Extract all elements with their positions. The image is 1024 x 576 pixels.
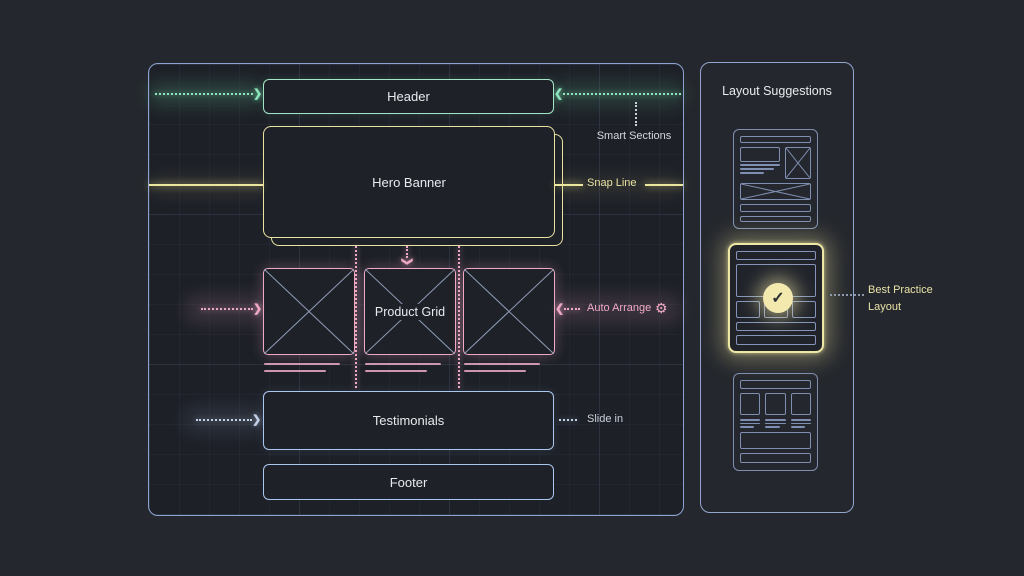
design-canvas: ❯ ❮ Header Smart Sections Hero Banner Sn… [147,63,685,516]
smart-sections-annotation: Smart Sections [596,130,672,142]
thumb-bar [740,146,780,162]
thumb-bar [736,321,816,332]
thumb-image-box [740,182,811,200]
thumb-column [740,393,761,428]
text-placeholder-line [464,370,526,372]
thumb-line [790,419,811,421]
footer-section-label: Footer [389,474,428,490]
thumb-bar [740,203,811,212]
thumb-line [740,164,780,166]
gear-icon[interactable]: ⚙ [655,300,668,316]
thumb-line [765,422,786,424]
snap-line-left [149,184,263,186]
thumb-column [740,146,780,179]
text-placeholder-line [464,363,540,365]
chevron-right-icon: ❯ [253,303,263,315]
placeholder-x-icon [264,269,354,354]
chevron-down-icon: ❯ [401,256,414,267]
thumb-bar [740,136,811,143]
thumb-line [765,426,780,428]
best-practice-connector [830,294,864,296]
slide-in-connector [559,419,577,421]
chevron-left-icon: ❮ [554,88,564,100]
panel-title: Layout Suggestions [722,84,832,98]
hero-section-label: Hero Banner [372,174,446,190]
thumb-row [740,393,811,428]
layout-suggestion-thumbnail-3[interactable] [733,373,818,471]
chevron-right-icon: ❯ [252,414,262,426]
header-arrow-right-line [563,93,681,95]
selected-check-badge: ✓ [763,283,793,313]
thumb-bar [740,380,811,389]
thumb-bar [790,393,811,415]
thumb-line [740,172,764,174]
grid-guide-center [406,246,408,258]
check-icon: ✓ [771,290,785,307]
auto-arrange-annotation: Auto Arrange [587,302,652,314]
thumb-cell [736,300,760,318]
auto-arrange-connector [564,308,580,310]
grid-guide-left [355,246,357,388]
text-placeholder-line [365,370,427,372]
text-placeholder-line [264,363,340,365]
thumb-column [790,393,811,428]
product-grid-item[interactable]: Product Grid [364,268,456,355]
layout-suggestion-thumbnail-best[interactable]: ✓ [728,243,824,353]
thumb-bar [736,251,816,260]
thumb-bar [765,393,786,415]
text-placeholder-line [365,363,441,365]
testimonials-section-label: Testimonials [372,413,445,428]
thumb-bar [740,215,811,222]
header-arrow-left-line [155,93,253,95]
thumb-image-box [785,146,811,179]
thumb-line [790,426,805,428]
thumb-bar [740,452,811,463]
placeholder-x-icon [464,269,554,354]
snap-line-right-b [645,184,683,186]
thumb-line [740,422,761,424]
thumb-bar [740,431,811,449]
product-grid-item[interactable] [263,268,355,355]
header-section[interactable]: Header [263,79,554,114]
snap-line-annotation: Snap Line [587,177,637,189]
hero-section[interactable]: Hero Banner [263,126,555,238]
smart-sections-connector [635,102,637,126]
thumb-cell [792,300,816,318]
thumb-line [740,419,761,421]
grid-guide-right [458,246,460,388]
thumb-line [765,419,786,421]
text-placeholder-line [264,370,326,372]
product-grid-item[interactable] [463,268,555,355]
best-practice-line2: Layout [868,301,902,314]
best-practice-line1: Best Practice [868,284,933,296]
slide-in-annotation: Slide in [587,413,624,425]
thumb-line [740,426,755,428]
product-grid-label: Product Grid [371,303,449,320]
product-grid-label-wrap: Product Grid [365,303,455,320]
chevron-left-icon: ❮ [555,303,565,315]
header-section-label: Header [387,89,430,104]
thumb-line [790,422,811,424]
thumb-row [740,146,811,179]
product-arrow-left-line [201,308,253,310]
footer-section[interactable]: Footer [263,464,554,500]
chevron-right-icon: ❯ [253,88,263,100]
thumb-bar [736,335,816,345]
thumb-bar [740,393,761,415]
thumb-column [765,393,786,428]
testimonials-arrow-line [196,419,252,421]
thumb-line [740,168,774,170]
best-practice-annotation: Best Practice Layout [868,282,933,316]
layout-suggestion-thumbnail-1[interactable] [733,129,818,229]
testimonials-section[interactable]: Testimonials [263,391,554,450]
snap-line-right-a [555,184,583,186]
layout-suggestions-panel: Layout Suggestions [700,62,854,513]
